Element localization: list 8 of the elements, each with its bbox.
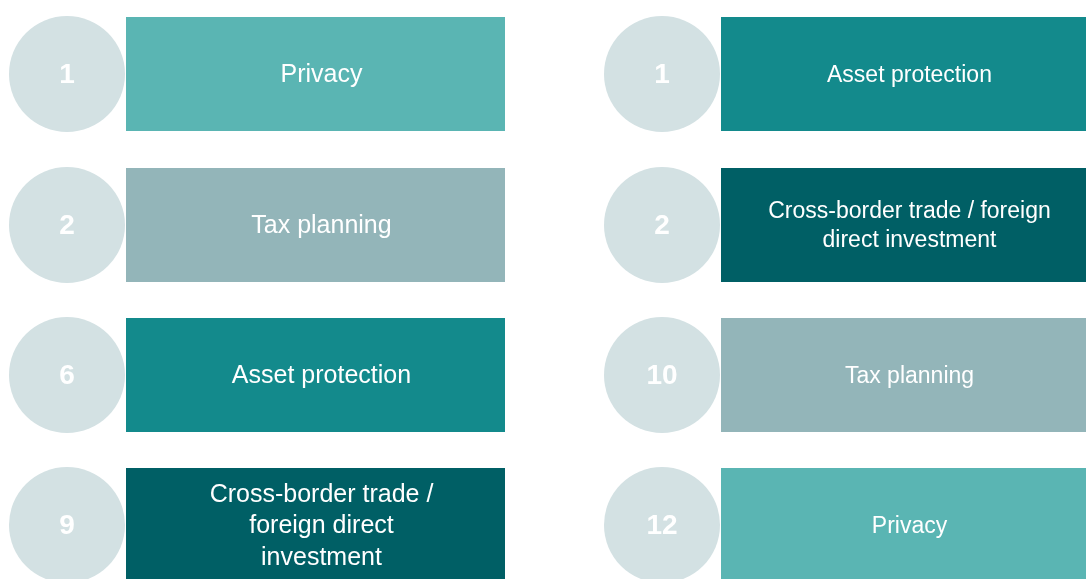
label-banner: Cross-border trade / foreign direct investment (721, 168, 1086, 282)
label-banner: Asset protection (721, 17, 1086, 131)
label-banner: Cross-border trade / foreign direct investment (126, 468, 505, 579)
label-banner: Tax planning (126, 168, 505, 282)
label-banner: Privacy (721, 468, 1086, 579)
label-banner: Asset protection (126, 318, 505, 432)
label-banner: Privacy (126, 17, 505, 131)
label-banner: Tax planning (721, 318, 1086, 432)
